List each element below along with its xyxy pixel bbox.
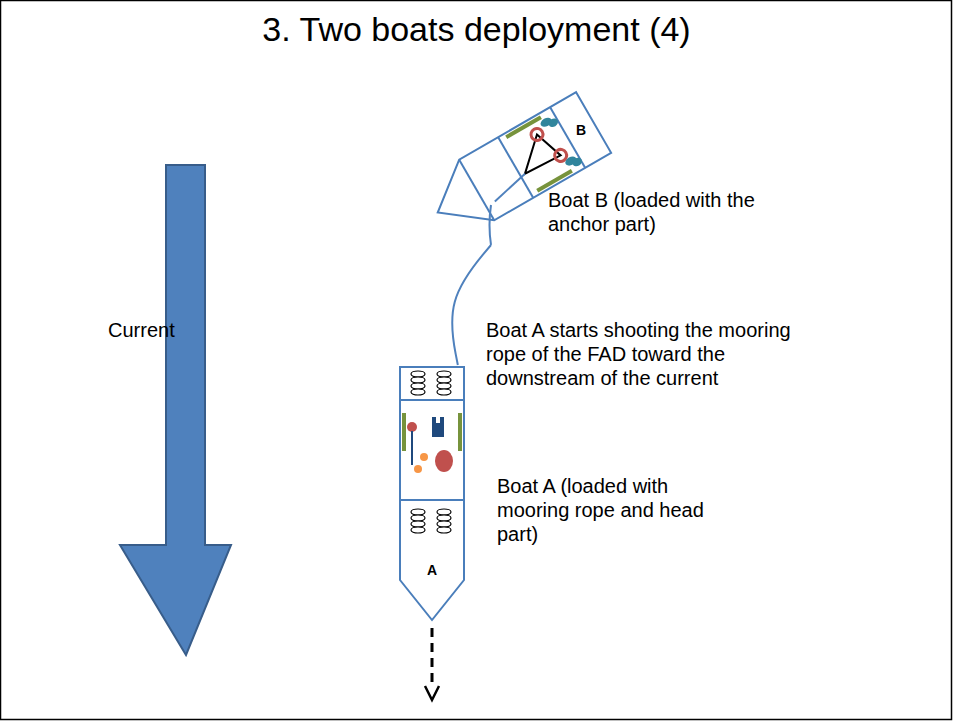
current-arrow	[120, 165, 231, 655]
boat-letter: B	[576, 122, 586, 138]
action-caption: Boat A starts shooting the mooring rope …	[486, 318, 836, 390]
slide-title: 3. Two boats deployment (4)	[0, 10, 953, 49]
current-label: Current	[108, 318, 198, 342]
direction-arrow	[425, 628, 439, 700]
boat-a-caption: Boat A (loaded with mooring rope and hea…	[497, 474, 725, 546]
boat-letter: A	[427, 562, 437, 578]
boat-a: A	[398, 365, 466, 623]
mooring-rope	[452, 245, 491, 365]
boat-b-caption: Boat B (loaded with the anchor part)	[548, 188, 788, 236]
boat-outline	[398, 365, 466, 623]
